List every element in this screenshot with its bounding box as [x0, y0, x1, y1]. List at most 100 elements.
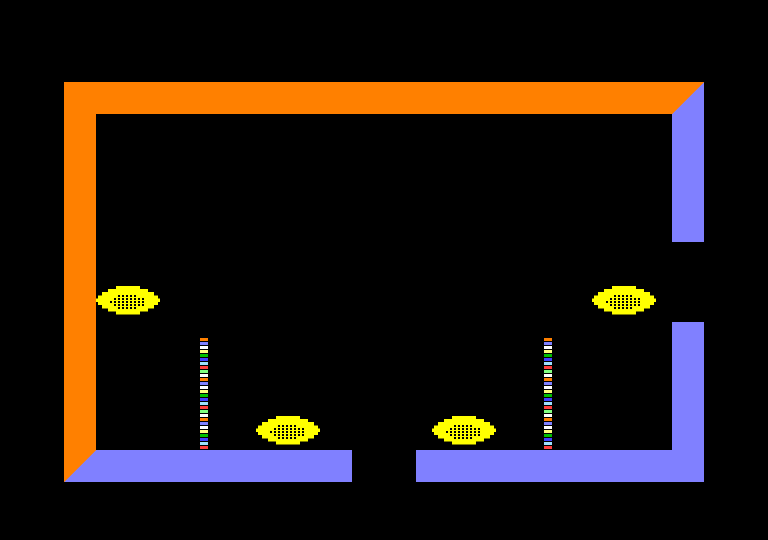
pole-stripe — [200, 342, 208, 345]
lemon-dot — [462, 425, 464, 427]
lemon-dot — [474, 434, 476, 436]
lemon-dot — [622, 301, 624, 303]
lemon-dot — [122, 304, 124, 306]
lemon-dot — [626, 304, 628, 306]
lemon-dot — [138, 301, 140, 303]
pole-stripe — [200, 398, 208, 401]
lemon-dot — [622, 307, 624, 309]
pole-stripe — [200, 386, 208, 389]
lemon-dot — [118, 298, 120, 300]
lemon-pixel-row — [102, 292, 154, 296]
lemon-dot — [462, 428, 464, 430]
lemon-dot — [118, 304, 120, 306]
pole-stripe — [200, 406, 208, 409]
pole-stripe — [544, 342, 552, 345]
lemon-dot — [118, 307, 120, 309]
lemon-dot — [466, 437, 468, 439]
lemon-dot — [630, 298, 632, 300]
lemon-pixel-row — [434, 425, 494, 429]
lemon-pixel-row — [262, 422, 314, 426]
lemon-dot — [462, 431, 464, 433]
lemon-dot — [462, 437, 464, 439]
lemon-dot — [614, 307, 616, 309]
pole-stripe — [544, 434, 552, 437]
lemon-dot — [458, 428, 460, 430]
lemon-dot — [610, 304, 612, 306]
pole-stripe — [544, 338, 552, 341]
lemon-dot — [466, 434, 468, 436]
lemon-pixel-row — [612, 310, 636, 315]
lemon-dot — [302, 428, 304, 430]
lemon-dot — [274, 434, 276, 436]
lemon-dot — [114, 304, 116, 306]
lemon-floor-right — [432, 416, 496, 445]
pole-stripe — [200, 390, 208, 393]
pole-stripe — [200, 346, 208, 349]
lemon-dot — [278, 425, 280, 427]
lemon-dot — [626, 301, 628, 303]
pole-stripe — [544, 390, 552, 393]
pole-stripe — [200, 422, 208, 425]
lemon-dot — [614, 301, 616, 303]
lemon-pixel-row — [444, 419, 484, 423]
lemon-pixel-row — [604, 289, 644, 293]
lemon-dot — [270, 431, 272, 433]
pole-left — [200, 338, 208, 449]
lemon-dot — [142, 301, 144, 303]
pole-stripe — [200, 430, 208, 433]
lemon-dot — [606, 301, 608, 303]
lemon-pixel-row — [594, 295, 654, 299]
lemon-dot — [282, 434, 284, 436]
lemon-dot — [134, 301, 136, 303]
right-wall-upper — [672, 82, 704, 242]
pole-stripe — [544, 354, 552, 357]
lemon-dot — [294, 431, 296, 433]
lemon-dot — [614, 304, 616, 306]
pole-stripe — [200, 442, 208, 445]
lemon-dot — [478, 431, 480, 433]
lemon-dot — [618, 304, 620, 306]
lemon-dot — [118, 301, 120, 303]
lemon-dot — [126, 295, 128, 297]
lemon-pixel-row — [612, 286, 636, 290]
lemon-pixel-row — [258, 425, 318, 429]
pole-stripe — [200, 370, 208, 373]
pole-stripe — [200, 382, 208, 385]
pole-stripe — [544, 398, 552, 401]
lemon-pixel-row — [98, 301, 158, 306]
lemon-dot — [294, 434, 296, 436]
lemon-dot — [626, 307, 628, 309]
pole-stripe — [200, 394, 208, 397]
pole-stripe — [200, 418, 208, 421]
pole-stripe — [200, 446, 208, 449]
pole-stripe — [544, 346, 552, 349]
lemon-dot — [282, 437, 284, 439]
lemon-dot — [630, 304, 632, 306]
lemon-dot — [450, 428, 452, 430]
lemon-dot — [290, 437, 292, 439]
lemon-dot — [130, 295, 132, 297]
lemon-dot — [134, 304, 136, 306]
lemon-dot — [130, 307, 132, 309]
lemon-dot — [470, 434, 472, 436]
lemon-dot — [290, 428, 292, 430]
pole-stripe — [200, 410, 208, 413]
pole-stripe — [544, 374, 552, 377]
lemon-pixel-row — [598, 304, 650, 309]
lemon-dot — [122, 298, 124, 300]
pole-stripe — [544, 426, 552, 429]
lemon-dot — [134, 298, 136, 300]
lemon-dot — [470, 431, 472, 433]
lemon-dot — [130, 304, 132, 306]
pole-stripe — [544, 414, 552, 417]
lemon-dot — [138, 298, 140, 300]
lemon-dot — [126, 307, 128, 309]
lemon-dot — [302, 434, 304, 436]
pole-stripe — [200, 358, 208, 361]
floor-left — [64, 450, 352, 482]
lemon-dot — [450, 431, 452, 433]
lemon-dot — [618, 307, 620, 309]
pole-stripe — [200, 426, 208, 429]
lemon-dot — [454, 434, 456, 436]
lemon-dot — [282, 428, 284, 430]
